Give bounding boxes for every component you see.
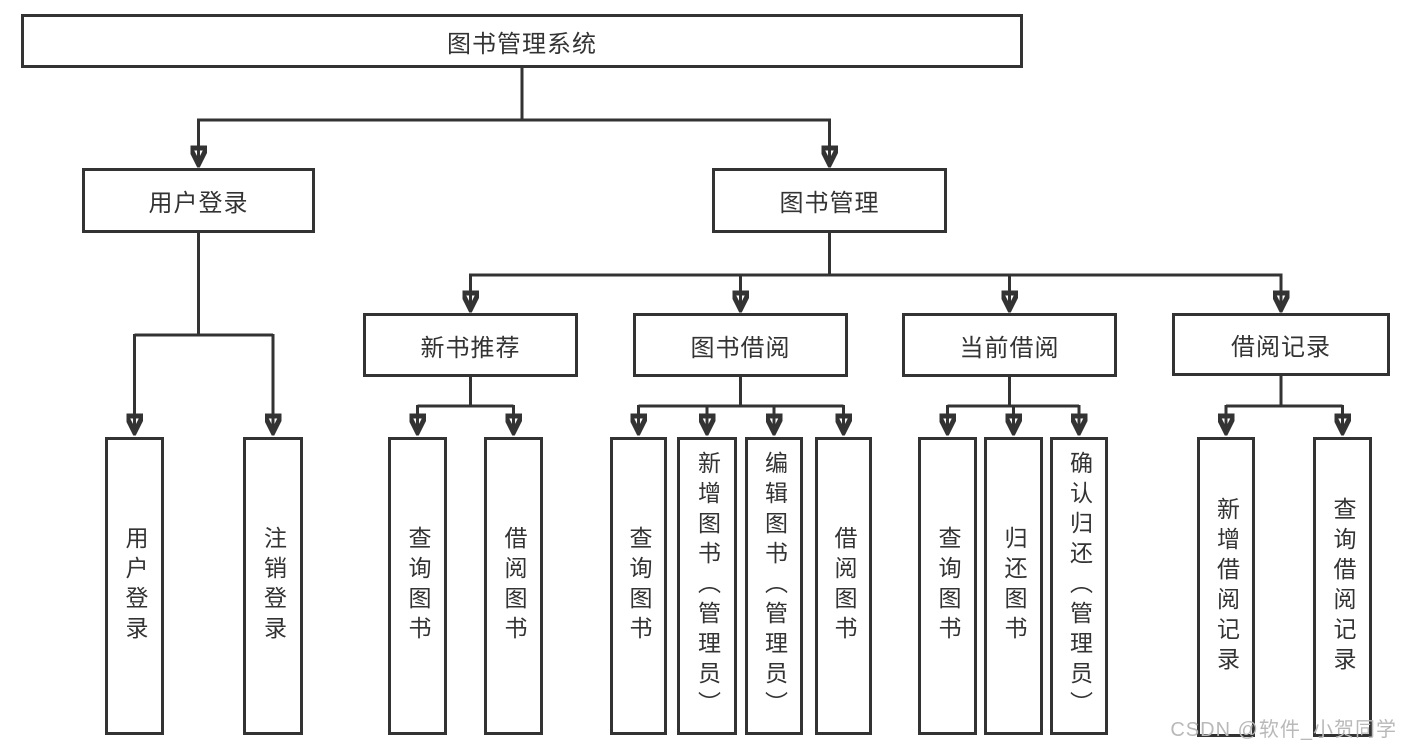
leaf-add-borrow-record: 新增借阅记录: [1197, 437, 1255, 737]
leaf-return-books: 归还图书: [984, 437, 1043, 735]
leaf-query-borrow-record: 查询借阅记录: [1313, 437, 1372, 737]
node-book-management: 图书管理: [712, 168, 947, 233]
leaf-query-books-current: 查询图书: [918, 437, 977, 735]
leaf-query-books-recommend: 查询图书: [388, 437, 447, 735]
leaf-logout: 注销登录: [243, 437, 303, 735]
node-user-login: 用户登录: [82, 168, 315, 233]
node-current-borrowing: 当前借阅: [902, 313, 1117, 377]
watermark-text: CSDN @软件_小贺同学: [1170, 719, 1397, 741]
leaf-edit-book-admin: 编辑图书（管理员）: [745, 437, 803, 735]
node-library-management-system: 图书管理系统: [21, 14, 1023, 68]
node-new-book-recommendation: 新书推荐: [363, 313, 578, 377]
node-borrowing-records: 借阅记录: [1172, 313, 1390, 376]
leaf-user-login: 用户登录: [105, 437, 164, 735]
leaf-confirm-return-admin: 确认归还（管理员）: [1050, 437, 1108, 735]
leaf-borrow-books-recommend: 借阅图书: [484, 437, 543, 735]
leaf-borrow-books-borrowing: 借阅图书: [815, 437, 872, 735]
leaf-add-book-admin: 新增图书（管理员）: [677, 437, 737, 735]
leaf-query-books-borrowing: 查询图书: [610, 437, 667, 735]
node-book-borrowing: 图书借阅: [633, 313, 848, 377]
